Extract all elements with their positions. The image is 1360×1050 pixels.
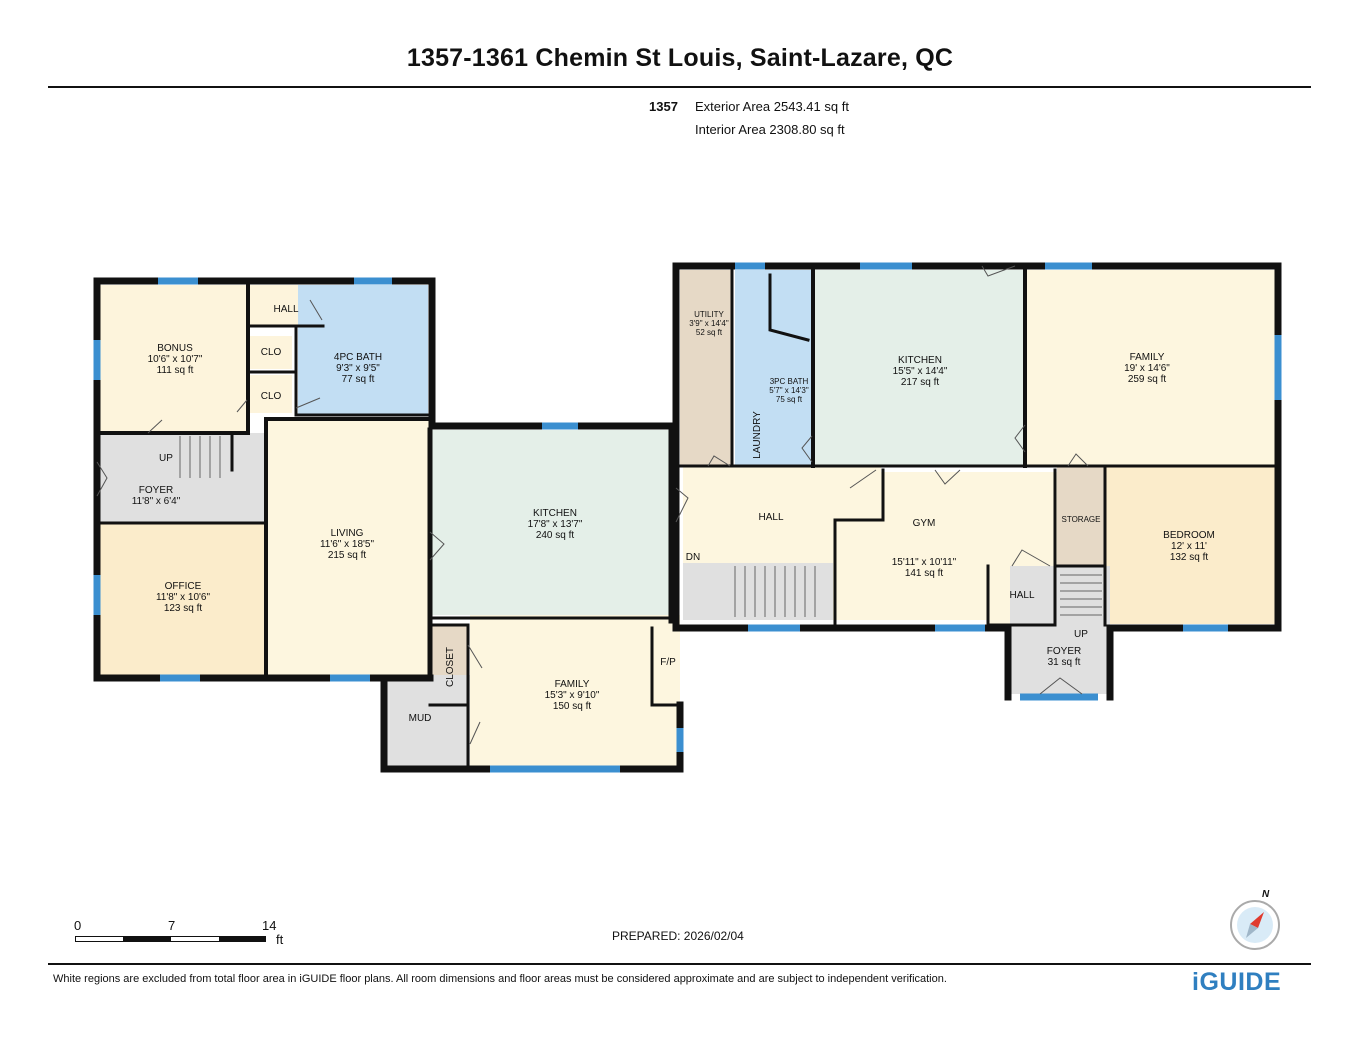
brand-logo: iGUIDE (1192, 968, 1282, 996)
room-fill-bedroom (1105, 466, 1275, 624)
room-area: 75 sq ft (776, 395, 803, 404)
room-fill-clo-1 (248, 336, 292, 369)
room-fill-4pc-bath (298, 285, 428, 415)
room-name: HALL (1009, 590, 1034, 601)
room-area: 52 sq ft (696, 328, 723, 337)
room-dims: 12' x 11' (1171, 541, 1207, 552)
room-area: 111 sq ft (157, 365, 194, 376)
room-fill-kitchen-1357 (430, 430, 675, 615)
room-name: CLO (261, 347, 282, 358)
stairs (179, 436, 1102, 617)
room-name: FOYER (1047, 646, 1081, 657)
room-dims: 11'8" x 6'4" (132, 496, 181, 507)
room-name: STORAGE (1062, 515, 1101, 524)
room-area: 31 sq ft (1048, 657, 1081, 668)
stair-label: UP (159, 453, 173, 464)
room-dims: 11'8" x 10'6" (156, 592, 211, 603)
room-labels: BONUS 10'6" x 10'7" 111 sq ft HALL CLO C… (132, 304, 1215, 724)
room-area: 77 sq ft (342, 374, 375, 385)
room-name: BEDROOM (1163, 530, 1215, 541)
room-name: BONUS (157, 343, 193, 354)
room-dims: 15'3" x 9'10" (545, 690, 600, 701)
room-area: 132 sq ft (1170, 552, 1209, 563)
room-name: LAUNDRY (752, 411, 763, 459)
room-fill-fireplace (652, 625, 678, 705)
room-fill-kitchen-1361 (813, 270, 1025, 466)
room-dims: 9'3" x 9'5" (336, 363, 380, 374)
room-fill-3pc-bath (735, 270, 813, 466)
room-name: MUD (409, 713, 432, 724)
room-area: 215 sq ft (328, 550, 367, 561)
room-name: F/P (660, 657, 676, 668)
room-name: 4PC BATH (334, 352, 382, 363)
room-area: 240 sq ft (536, 530, 575, 541)
scale-graphic (75, 936, 266, 942)
room-name: HALL (758, 512, 783, 523)
disclaimer: White regions are excluded from total fl… (53, 973, 947, 985)
scale-bar: 0 7 14 ft (74, 918, 294, 952)
room-fill-foyer (100, 433, 266, 523)
room-fill-utility (680, 270, 732, 466)
header-divider (48, 86, 1311, 88)
stair-label: UP (1074, 629, 1088, 640)
room-name: GYM (913, 518, 936, 529)
room-name: CLOSET (445, 647, 456, 687)
room-name: OFFICE (165, 581, 202, 592)
scale-tick-label: 0 (74, 918, 82, 933)
scale-tick-label: 14 (262, 918, 277, 933)
room-area: 259 sq ft (1128, 374, 1167, 385)
stair-label: DN (686, 552, 700, 563)
room-fill-office (100, 523, 266, 675)
room-area: 217 sq ft (901, 377, 940, 388)
room-name: KITCHEN (898, 355, 942, 366)
room-name: LIVING (331, 528, 364, 539)
scale-tick-label: 7 (168, 918, 176, 933)
area-summary: 1357 Exterior Area 2543.41 sq ft Interio… (649, 95, 849, 141)
room-area: 123 sq ft (164, 603, 203, 614)
compass-north-label: N (1262, 889, 1270, 900)
footer-divider (48, 963, 1311, 965)
room-dims: 15'11" x 10'11" (892, 557, 957, 568)
compass-icon (1230, 900, 1280, 950)
page-title: 1357-1361 Chemin St Louis, Saint-Lazare,… (406, 44, 954, 72)
room-area: 150 sq ft (553, 701, 592, 712)
room-fill-stairs-down (683, 563, 833, 620)
room-name: CLO (261, 391, 282, 402)
room-dims: 11'6" x 18'5" (320, 539, 375, 550)
room-fill-mud (384, 675, 470, 767)
room-dims: 15'5" x 14'4" (893, 366, 948, 377)
doors (96, 265, 1089, 745)
room-name: FAMILY (1130, 352, 1165, 363)
windows (93, 262, 1282, 773)
room-fill-family-1361 (1025, 270, 1275, 466)
room-name: 3PC BATH (770, 377, 809, 386)
room-fill-family-1357 (470, 615, 680, 767)
room-name: KITCHEN (533, 508, 577, 519)
prepared-date: PREPARED: 2026/02/04 (612, 929, 744, 943)
room-fill-bonus (100, 285, 248, 433)
compass: N (1226, 889, 1286, 951)
room-dims: 19' x 14'6" (1124, 363, 1170, 374)
room-dims: 10'6" x 10'7" (148, 354, 203, 365)
room-name: FAMILY (555, 679, 590, 690)
room-fill-living (266, 419, 430, 675)
room-dims: 3'9" x 14'4" (689, 319, 729, 328)
interior-area: Interior Area 2308.80 sq ft (695, 122, 845, 137)
room-fill-clo-2 (248, 375, 292, 413)
room-dims: 5'7" x 14'3" (769, 386, 809, 395)
room-fill-foyer-1361 (1010, 566, 1110, 694)
room-fills (100, 270, 1275, 767)
room-name: FOYER (139, 485, 173, 496)
room-name: UTILITY (694, 310, 724, 319)
unit-number: 1357 (649, 99, 678, 114)
room-area: 141 sq ft (905, 568, 944, 579)
exterior-area: Exterior Area 2543.41 sq ft (695, 99, 849, 114)
room-dims: 17'8" x 13'7" (528, 519, 583, 530)
room-fill-storage (1057, 466, 1105, 566)
room-name: HALL (273, 304, 298, 315)
scale-unit: ft (276, 932, 284, 947)
